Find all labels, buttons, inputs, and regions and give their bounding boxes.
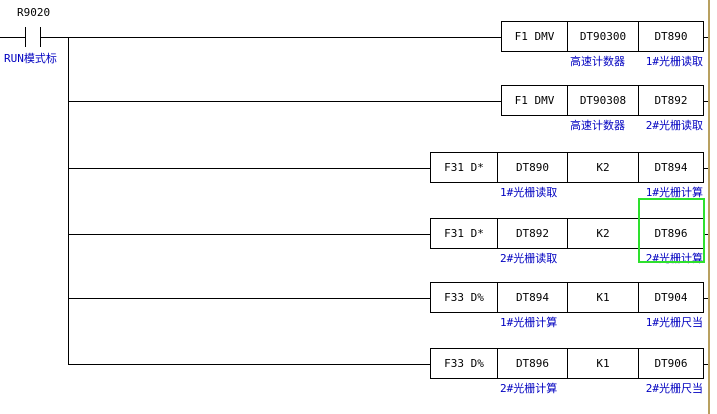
operand-box[interactable]: DT90300 [567,21,639,52]
rung-wire [40,37,501,38]
operand-comment: 高速计数器 [570,55,625,68]
rung-wire [68,364,430,365]
operand-box[interactable]: DT890 [497,152,568,183]
instruction-box[interactable]: F1 DMV [501,85,568,116]
rung-wire [68,234,430,235]
branch-wire [68,37,69,365]
operand-box[interactable]: DT894 [497,282,568,313]
operand-comment: 1#光栅计算 [500,316,558,329]
selection-cursor [638,198,705,263]
contact-left-plate[interactable] [25,27,26,47]
operand-box[interactable]: DT896 [638,218,704,249]
contact-comment: RUN模式标 [4,52,57,65]
instruction-box[interactable]: F33 D% [430,348,498,379]
instruction-box[interactable]: F1 DMV [501,21,568,52]
operand-box[interactable]: K1 [567,348,639,379]
rung-wire [68,101,501,102]
instruction-box[interactable]: F31 D* [430,218,498,249]
operand-comment: 1#光栅读取 [645,55,703,68]
rung-wire [702,101,708,102]
rung-wire [702,234,708,235]
operand-comment: 2#光栅读取 [645,119,703,132]
instruction-box[interactable]: F31 D* [430,152,498,183]
operand-comment: 2#光栅计算 [500,382,558,395]
wire [0,37,25,38]
contact-address: R9020 [17,6,51,19]
operand-comment: 2#光栅尺当 [645,382,703,395]
operand-box[interactable]: K2 [567,152,639,183]
operand-box[interactable]: K1 [567,282,639,313]
rung-wire [702,37,708,38]
rung-wire [68,298,430,299]
operand-box[interactable]: K2 [567,218,639,249]
operand-comment: 1#光栅读取 [500,186,558,199]
operand-box[interactable]: DT90308 [567,85,639,116]
operand-comment: 1#光栅计算 [645,186,703,199]
rung-wire [702,298,708,299]
operand-box[interactable]: DT892 [638,85,704,116]
operand-box[interactable]: DT892 [497,218,568,249]
operand-box[interactable]: DT904 [638,282,704,313]
right-power-rail [708,0,710,414]
operand-comment: 高速计数器 [570,119,625,132]
rung-wire [702,364,708,365]
instruction-box[interactable]: F33 D% [430,282,498,313]
operand-box[interactable]: DT896 [497,348,568,379]
operand-comment: 2#光栅读取 [500,252,558,265]
rung-wire [702,168,708,169]
operand-box[interactable]: DT894 [638,152,704,183]
rung-wire [68,168,430,169]
operand-box[interactable]: DT890 [638,21,704,52]
operand-box[interactable]: DT906 [638,348,704,379]
operand-comment: 1#光栅尺当 [645,316,703,329]
